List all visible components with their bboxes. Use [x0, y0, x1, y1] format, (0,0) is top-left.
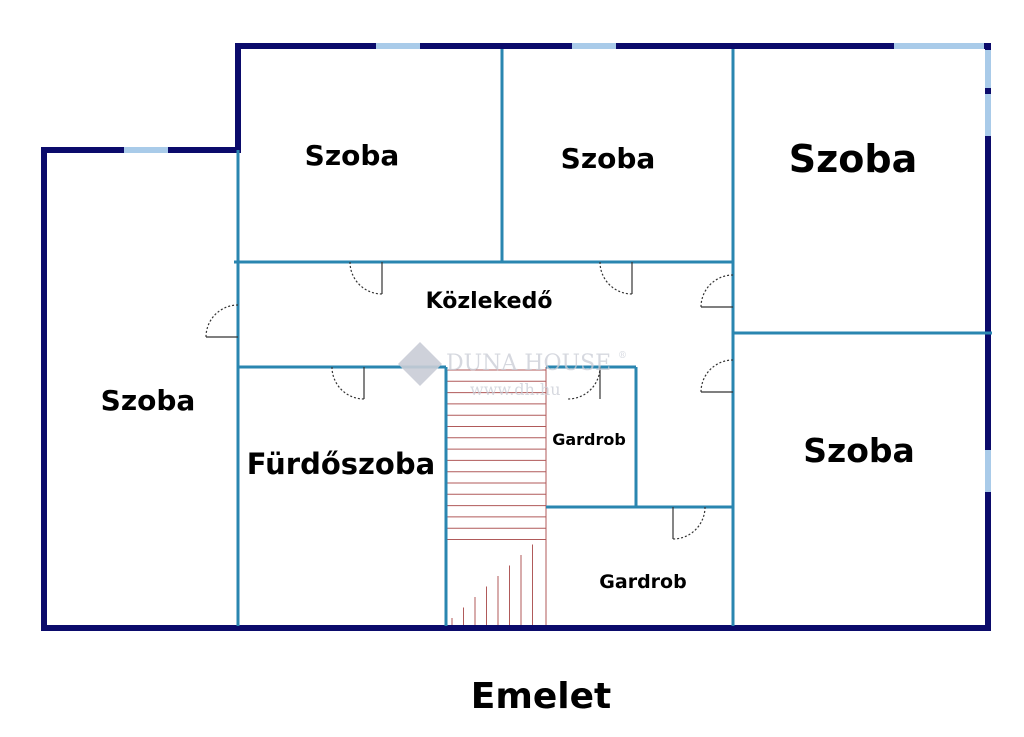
duna-house-logo-icon [398, 342, 442, 386]
outer-walls [41, 43, 991, 631]
staircase [446, 367, 547, 628]
room-label-gardrob: Gardrob [552, 430, 626, 449]
room-label-gardrob: Gardrob [599, 571, 686, 593]
room-label-szoba: Szoba [803, 431, 915, 470]
watermark-registered: ® [618, 351, 627, 361]
watermark-brand: DUNA HOUSE [446, 351, 611, 376]
watermark: DUNA HOUSE ® www.dh.hu [398, 342, 627, 399]
room-label-szoba: Szoba [101, 384, 196, 417]
room-label-szoba: Szoba [561, 142, 656, 175]
room-label-kozlekedo: Közlekedő [426, 289, 553, 314]
room-label-szoba: Szoba [789, 137, 917, 181]
doors [205, 261, 734, 540]
inner-walls [234, 49, 992, 626]
watermark-url: www.dh.hu [470, 380, 561, 399]
windows [124, 43, 991, 492]
floor-title: Emelet [471, 676, 611, 717]
room-label-szoba: Szoba [305, 139, 400, 172]
room-label-furdoszoba: Fürdőszoba [247, 447, 435, 481]
